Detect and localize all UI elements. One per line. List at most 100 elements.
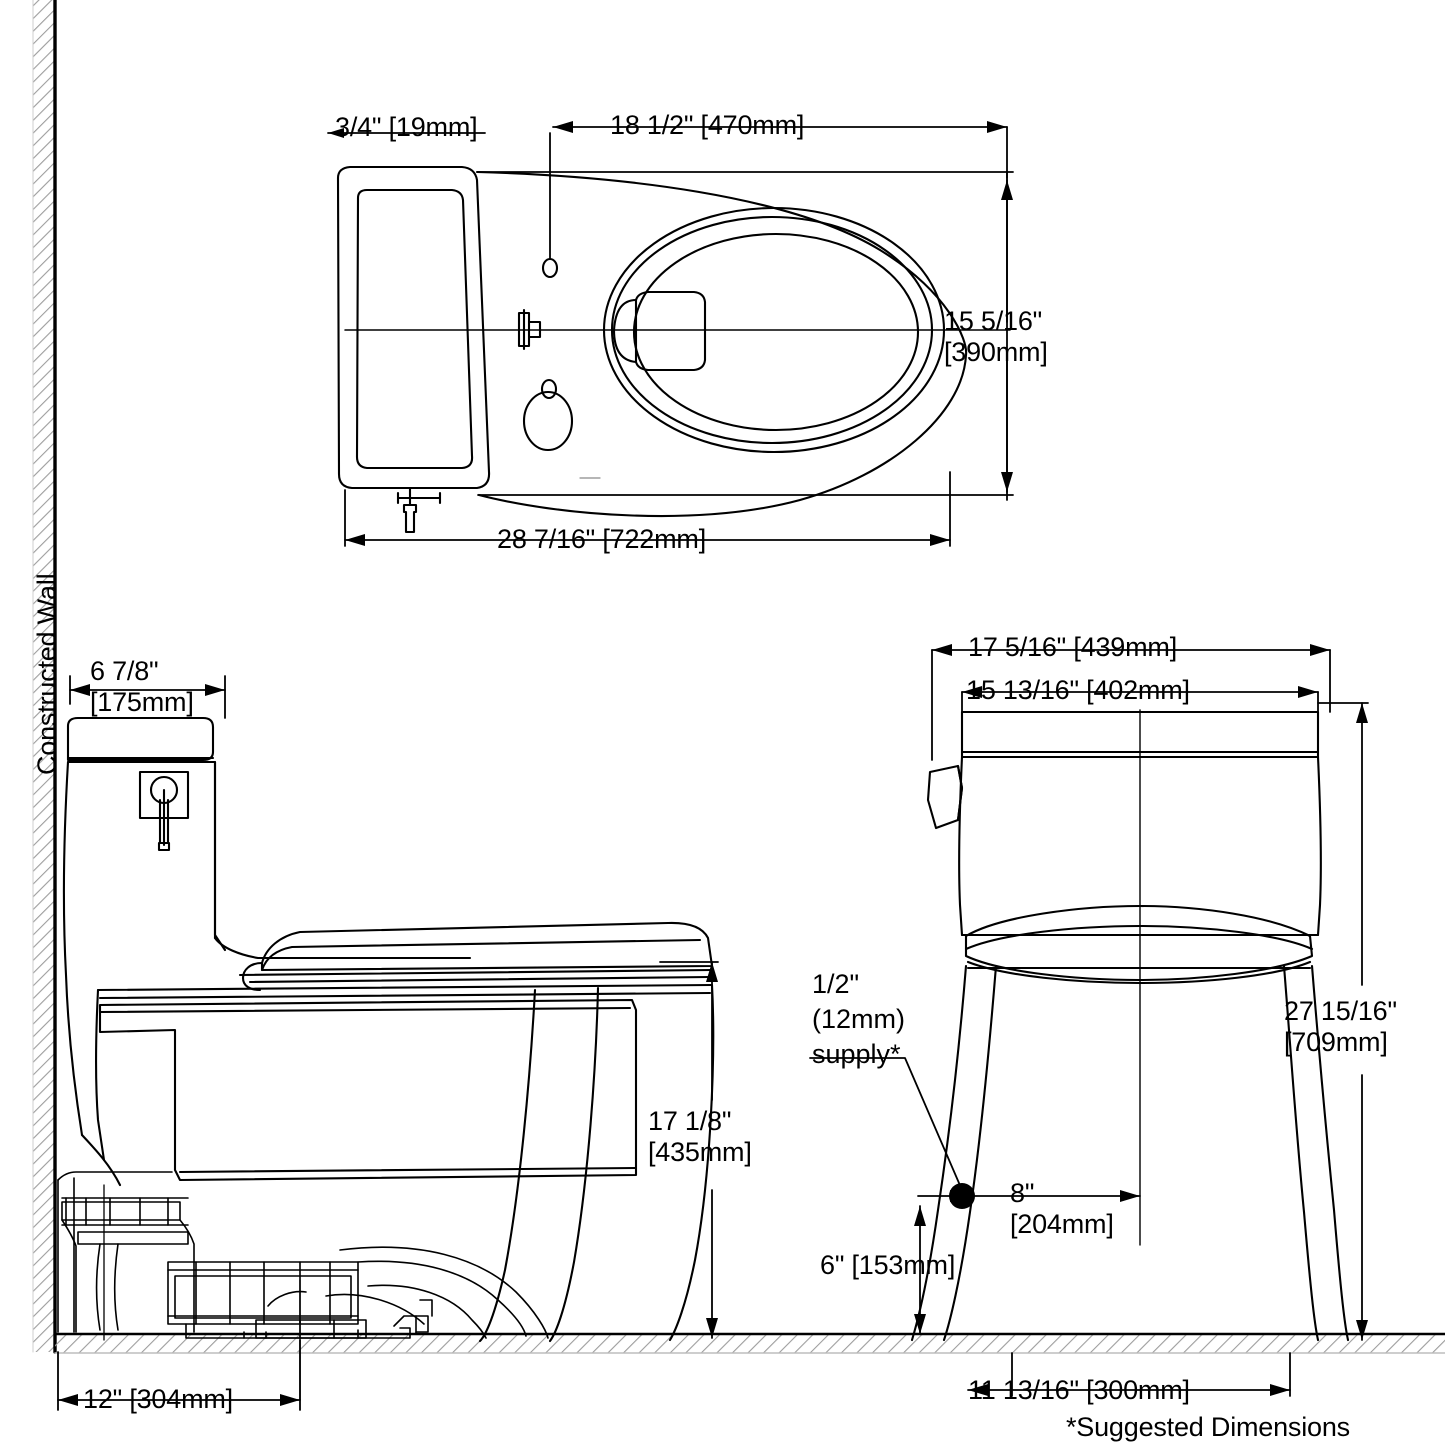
dim-label-seat-height-line2: [435mm]	[648, 1136, 752, 1167]
supply-line-label: 1/2" (12mm) supply*	[812, 967, 905, 1072]
side-tank-lid	[66, 716, 215, 762]
front-bowl-left-inner	[942, 964, 998, 1342]
dim-678-arrow-left	[70, 684, 90, 696]
dim-28716-arrow-right	[930, 534, 950, 546]
dim-12in-arrow-right	[280, 1394, 300, 1406]
top-view-tank-inner	[355, 188, 474, 470]
top-view-bolt-hole-lower	[540, 378, 558, 400]
dim-271516-arrow-up	[1356, 703, 1368, 723]
dim-label-tank-clearance-line1: 6 7/8"	[90, 656, 159, 686]
dim-label-top-width-line1: 15 5/16"	[944, 306, 1043, 336]
top-view-tank-outline	[336, 165, 491, 490]
dim-17516-arrow-right	[1310, 644, 1330, 656]
dim-18half-arrow-right	[987, 121, 1007, 133]
supply-line-label-line3: supply*	[812, 1039, 901, 1070]
dim-1718-arrow-down	[706, 1318, 718, 1338]
top-view-bolt-hole-upper	[541, 257, 559, 279]
dim-label-tank-width: 17 5/16" [439mm]	[968, 632, 1178, 662]
dim-12in-arrow-left	[58, 1394, 78, 1406]
side-tank-body-top	[66, 760, 227, 952]
dim-label-overall-height: 27 15/16"[709mm]	[1284, 996, 1397, 1058]
side-panel-inner-line	[178, 1166, 638, 1174]
dim-155-16-arrow-up	[1001, 180, 1013, 200]
dim-6in-arrow-down	[914, 1314, 926, 1334]
front-bowl-right-outer	[1310, 964, 1350, 1342]
side-trip-lever	[138, 770, 190, 852]
dim-18half-arrow-left	[553, 121, 573, 133]
dim-1718-arrow-up	[706, 962, 718, 982]
front-tank-left	[958, 755, 964, 937]
dim-111316-arrow-right	[1270, 1384, 1290, 1396]
side-bowl-inner-profile2	[548, 986, 600, 1343]
side-seat-underline-1	[238, 968, 714, 977]
dim-label-supply-horizontal-line2: [204mm]	[1010, 1208, 1114, 1239]
supply-line-label-line1: 1/2"	[812, 969, 860, 999]
top-view-hinge-curve	[612, 298, 638, 364]
front-bowl-right-inner	[1282, 964, 1320, 1342]
top-view-seat-hinge	[634, 290, 707, 372]
side-trapway-detail	[57, 1171, 549, 1401]
dim-151316-arrow-right	[1298, 686, 1318, 698]
dim-label-overall-height-line2: [709mm]	[1284, 1026, 1388, 1057]
dim-label-seat-height: 17 1/8"[435mm]	[648, 1106, 752, 1168]
top-view-supply-bracket	[396, 491, 442, 505]
dim-label-top-width-line2: [390mm]	[944, 336, 1048, 367]
dim-155-16-arrow-down	[1001, 472, 1013, 492]
dim-label-tank-clearance: 6 7/8"[175mm]	[90, 656, 194, 718]
front-view-dimensions	[809, 644, 1369, 1397]
side-bowl-rear-skirt	[95, 988, 106, 1162]
constructed-wall-label: Constructed Wall	[32, 573, 62, 775]
dim-label-rough-in: 12" [304mm]	[83, 1384, 233, 1414]
dim-label-tank-clearance-line2: [175mm]	[90, 686, 194, 717]
side-section-panel	[98, 998, 638, 1182]
front-tank-right	[1316, 755, 1322, 937]
dim-151316-arrow-left	[962, 686, 982, 698]
side-bowl-top-line	[96, 983, 714, 992]
supply-point-marker	[949, 1183, 975, 1209]
dim-label-supply-horizontal-line1: 8"	[1010, 1178, 1035, 1208]
top-view-dimensions	[327, 121, 1014, 547]
dim-label-overall-length: 28 7/16" [722mm]	[497, 524, 707, 554]
dim-label-lid-width: 15 13/16" [402mm]	[966, 675, 1190, 705]
dim-111316-arrow-left	[968, 1384, 988, 1396]
top-view-bowl-outline	[475, 170, 968, 518]
dim-label-seat-depth: 18 1/2" [470mm]	[610, 110, 805, 140]
dim-label-supply-vertical: 6" [153mm]	[820, 1250, 956, 1280]
dim-34-arrow	[328, 128, 344, 138]
supply-line-label-line2: (12mm)	[812, 1004, 905, 1035]
front-trip-lever-edge	[956, 764, 964, 822]
constructed-wall	[32, 0, 57, 1354]
dim-label-bolt-hole: 3/4" [19mm]	[335, 112, 478, 142]
dim-6in-arrow-up	[914, 1206, 926, 1226]
dim-8in-arrow-right	[1120, 1190, 1140, 1202]
side-tank-to-bowl	[213, 936, 472, 960]
side-seat-lid	[260, 921, 714, 972]
top-view-bowl-rim	[632, 232, 920, 432]
dim-label-seat-height-line1: 17 1/8"	[648, 1106, 732, 1136]
top-view	[336, 165, 1011, 534]
side-seat-lid-inner	[260, 938, 702, 972]
front-trip-lever	[926, 764, 964, 830]
dim-17516-arrow-left	[932, 644, 952, 656]
front-elevation-view	[910, 709, 1350, 1342]
dim-label-overall-height-line1: 27 15/16"	[1284, 996, 1397, 1026]
dim-28716-arrow-left	[345, 534, 365, 546]
supply-label-leader	[809, 1057, 963, 1191]
side-seat-hinge	[241, 961, 264, 992]
side-rear-lower-curve	[80, 1133, 122, 1187]
side-bowl-top-line2	[98, 991, 712, 1000]
dim-271516-arrow-down	[1356, 1320, 1368, 1340]
top-view-supply-stub	[402, 486, 418, 534]
side-bowl-front-profile	[668, 983, 715, 1342]
top-view-access-hole	[522, 390, 574, 452]
front-seat-lid	[964, 904, 1314, 982]
side-bowl-inner-profile	[478, 988, 537, 1343]
floor-band	[53, 1332, 1445, 1354]
dim-678-arrow-right	[205, 684, 225, 696]
side-seat-underline-2	[248, 975, 712, 984]
side-tank-rear-profile	[62, 760, 84, 1137]
side-elevation-view	[57, 716, 715, 1401]
footnote-suggested-dimensions: *Suggested Dimensions	[1066, 1412, 1350, 1442]
side-panel-inner-top	[98, 1006, 632, 1014]
